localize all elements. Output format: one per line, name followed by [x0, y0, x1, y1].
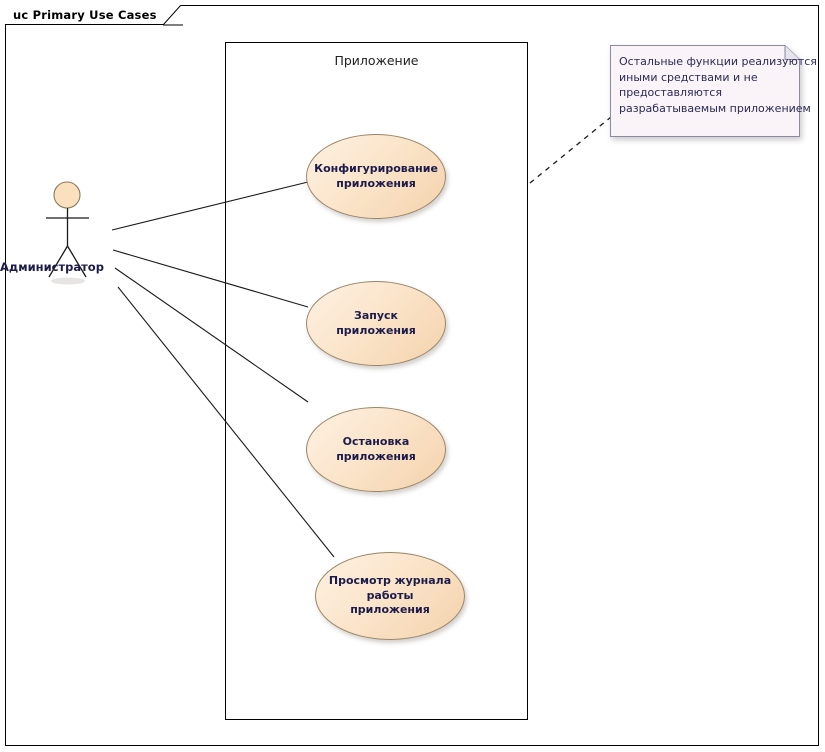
stick-figure-actor-icon [46, 181, 89, 285]
system-boundary-label: Приложение [334, 53, 419, 68]
use-case-start-application[interactable]: Запуск приложения [306, 281, 446, 366]
note-line: разрабатываемым приложением [619, 101, 811, 115]
note-line: иными средствами и не [619, 70, 758, 84]
use-case-view-application-log[interactable]: Просмотр журнала работы приложения [315, 552, 465, 640]
use-case-label: Остановка приложения [336, 434, 416, 463]
diagram-title-label: uc Primary Use Cases [13, 7, 157, 22]
use-case-label: Просмотр журнала работы приложения [328, 573, 452, 617]
use-case-configure-application[interactable]: Конфигурирование приложения [306, 134, 446, 219]
use-case-label: Запуск приложения [336, 308, 416, 337]
actor-administrator[interactable] [28, 180, 120, 285]
use-case-stop-application[interactable]: Остановка приложения [306, 407, 446, 492]
note-line: Остальные функции реализуются [619, 55, 817, 68]
diagram-title-tab-box: uc Primary Use Cases [5, 5, 163, 25]
note-comment[interactable]: Остальные функции реализуются иными сред… [610, 45, 817, 137]
note-text: Остальные функции реализуются иными сред… [619, 54, 817, 116]
diagram-frame [5, 5, 819, 746]
use-case-label: Конфигурирование приложения [314, 161, 438, 190]
note-shape-icon [610, 45, 800, 137]
diagram-title-tab-slant [162, 5, 183, 26]
diagram-title-tab: uc Primary Use Cases [5, 5, 183, 26]
actor-label: Администратор [0, 260, 104, 274]
note-line: предоставляются [619, 86, 722, 100]
